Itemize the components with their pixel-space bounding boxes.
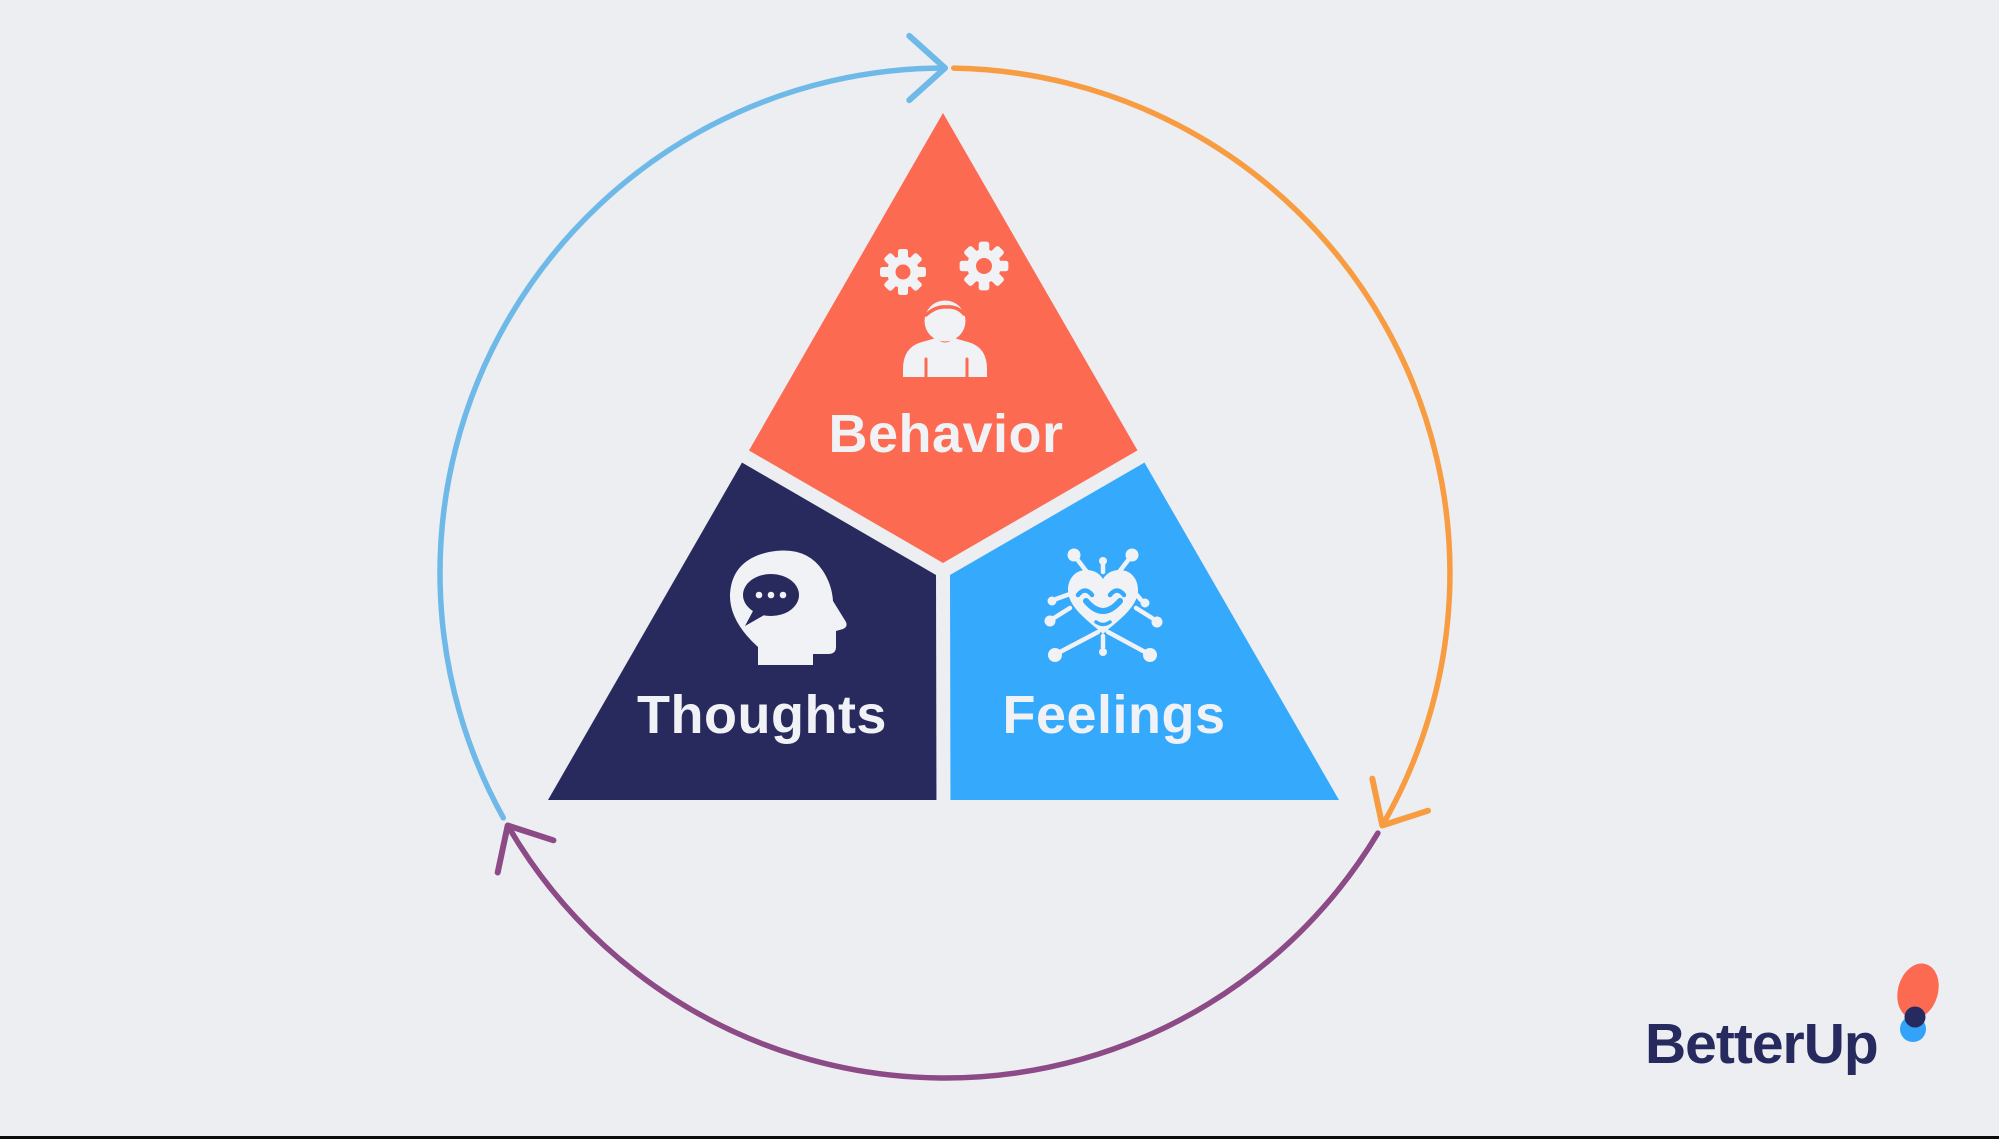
bottom-edge-line (0, 1136, 1999, 1139)
smiley-chin (1094, 620, 1112, 627)
cycle-arc-bottom (504, 822, 1381, 1081)
cycle-arrows (437, 32, 1453, 1081)
heart-antenna-smiley-icon (1044, 548, 1163, 662)
divider-upper-left (720, 437, 947, 578)
heart-shape (1068, 570, 1138, 634)
speech-bubble-tail (745, 611, 766, 626)
divider-upper-right (939, 437, 1167, 578)
cycle-arc-right (951, 65, 1453, 829)
arrow-head-bottom-right-icon (1369, 775, 1431, 829)
feelings-section (943, 456, 1339, 800)
person-hair-line (924, 305, 966, 317)
divider-bottom (936, 570, 951, 823)
betterup-logo-text: BetterUp (1645, 1012, 1878, 1076)
behavior-section (745, 113, 1141, 571)
gear-left-hole (895, 264, 911, 280)
cycle-arc-top-left (437, 65, 948, 821)
thoughts-label: Thoughts (637, 685, 887, 745)
logo-mark-navy-dot (1904, 1006, 1926, 1028)
heart-antenna-lines (1051, 556, 1155, 655)
behavior-label: Behavior (828, 404, 1063, 464)
betterup-logo-mark (1897, 963, 1939, 1042)
smiley-eye-right (1107, 588, 1127, 598)
smiley-eye-left (1075, 588, 1095, 598)
arrow-head-top-icon (906, 32, 948, 104)
heart-smiley-face (1075, 588, 1127, 627)
head-speech-bubble-icon (729, 550, 847, 665)
speech-bubble-dots (755, 591, 787, 599)
feelings-label: Feelings (1002, 685, 1225, 745)
gears-person-icon (880, 241, 1009, 379)
gear-right (959, 241, 1009, 291)
heart-antenna-tips (1044, 548, 1163, 662)
gear-left (880, 249, 926, 295)
arrow-head-bottom-left-icon (494, 822, 557, 876)
section-divider-gaps (720, 437, 1167, 823)
gear-right-hole (976, 258, 992, 274)
logo-mark-orange-blob (1897, 963, 1939, 1019)
smiley-smile (1083, 598, 1123, 614)
betterup-logo: BetterUp (1645, 963, 1939, 1076)
